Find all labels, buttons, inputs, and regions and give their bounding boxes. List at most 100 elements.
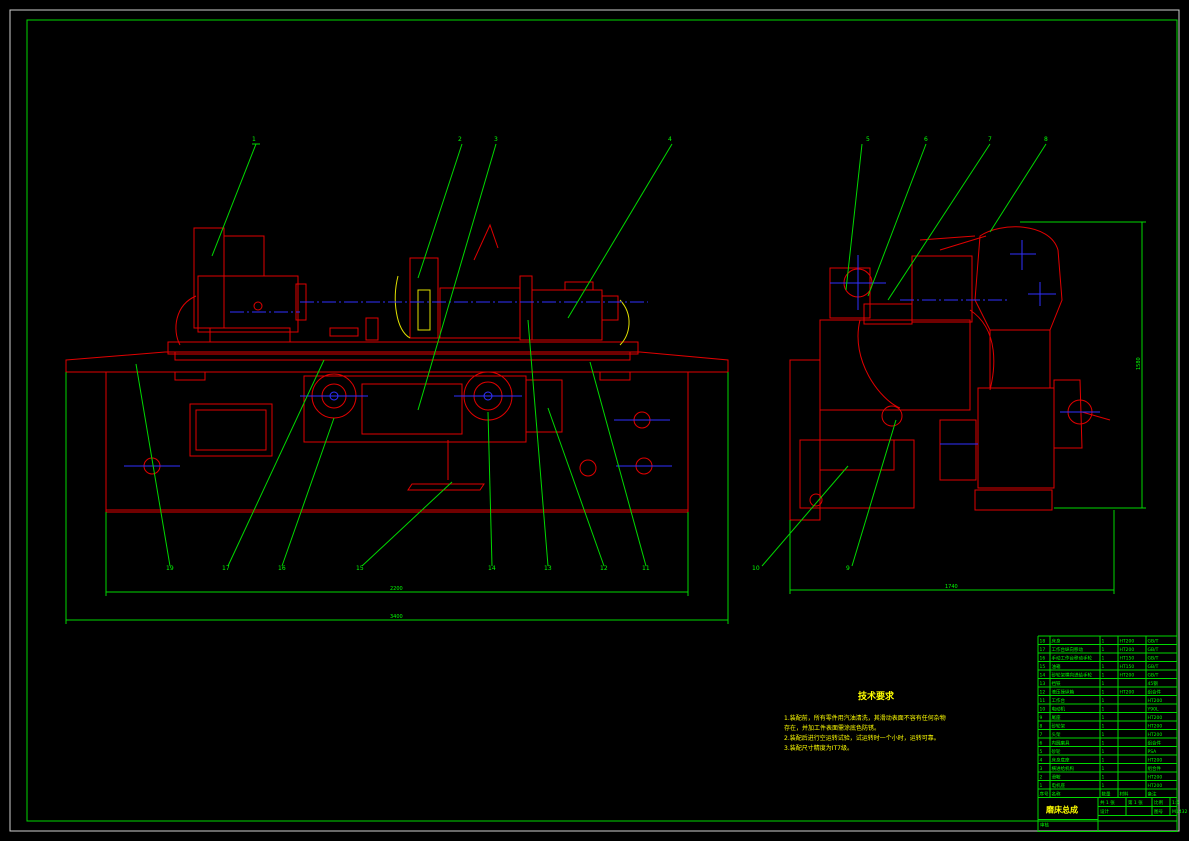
bom-qty: 1 bbox=[1102, 655, 1105, 661]
callout-8: 8 bbox=[1044, 136, 1048, 143]
bom-qty: 1 bbox=[1102, 749, 1105, 755]
bom-no: 2 bbox=[1040, 774, 1043, 780]
checker-label: 审核 bbox=[1040, 822, 1049, 829]
sheet-total: 共 1 张 bbox=[1100, 799, 1115, 806]
bom-name: 工作台纵向移动 bbox=[1052, 646, 1084, 653]
bom-no: 17 bbox=[1040, 647, 1046, 653]
bom-qty: 1 bbox=[1102, 766, 1105, 772]
callout-4: 4 bbox=[668, 136, 672, 143]
bom-name: 电机座 bbox=[1052, 782, 1066, 789]
sheet-number: 第 1 张 bbox=[1128, 799, 1143, 806]
bom-no: 13 bbox=[1040, 681, 1046, 687]
bom-no: 10 bbox=[1040, 706, 1046, 712]
bom-no: 14 bbox=[1040, 672, 1046, 678]
bom-note: HT200 bbox=[1148, 783, 1163, 789]
bom-note: Y90L bbox=[1147, 706, 1159, 712]
outer-frame bbox=[9, 9, 1180, 832]
bom-name: 挡铁 bbox=[1052, 680, 1061, 687]
inner-frame bbox=[26, 19, 1178, 822]
bom-name: 横进给机构 bbox=[1052, 765, 1075, 772]
drawing-no-label: 图号 bbox=[1154, 809, 1163, 815]
callout-6: 6 bbox=[924, 136, 928, 143]
bom-no: 1 bbox=[1040, 783, 1043, 789]
tech-note-2: 存在，并加工件表面需涂底色防锈。 bbox=[784, 724, 880, 732]
bom-qty: 1 bbox=[1102, 698, 1105, 704]
callout-19: 19 bbox=[166, 565, 174, 572]
bom-qty: 1 bbox=[1102, 757, 1105, 763]
bom-mat: HT200 bbox=[1120, 689, 1135, 695]
drawing-no-value: M1432 bbox=[1172, 809, 1187, 815]
bom-note: GB/T bbox=[1148, 664, 1159, 670]
bom-no: 16 bbox=[1040, 655, 1046, 661]
callout-14: 14 bbox=[488, 565, 496, 572]
tech-note-4: 3.装配尺寸精度为IT7级。 bbox=[784, 744, 853, 752]
bom-qty: 1 bbox=[1102, 681, 1105, 687]
tech-title: 技术要求 bbox=[858, 690, 895, 702]
dim-front-outer: 3400 bbox=[390, 614, 403, 620]
bom-no: 12 bbox=[1040, 689, 1046, 695]
bom-qty: 1 bbox=[1102, 664, 1105, 670]
bom-mat: HT200 bbox=[1120, 647, 1135, 653]
dim-side-width: 1740 bbox=[945, 584, 958, 590]
bom-note: GB/T bbox=[1148, 647, 1159, 653]
bom-mat: HT150 bbox=[1120, 655, 1135, 661]
drawing-name: 磨床总成 bbox=[1045, 805, 1078, 815]
callout-5: 5 bbox=[866, 136, 870, 143]
scale-label: 比例 bbox=[1154, 799, 1163, 806]
bom-header-mat: 材料 bbox=[1120, 790, 1129, 797]
callout-7: 7 bbox=[988, 136, 992, 143]
bom-name: 床身 bbox=[1052, 637, 1061, 644]
bom-note: 组合件 bbox=[1148, 688, 1162, 695]
callout-16: 16 bbox=[278, 565, 286, 572]
scale-value: 1:5 bbox=[1172, 800, 1179, 806]
bom-qty: 1 bbox=[1102, 672, 1105, 678]
bom-note: PSA bbox=[1148, 749, 1158, 755]
designer-label: 设计 bbox=[1100, 808, 1109, 815]
front-view bbox=[65, 143, 729, 624]
bom-qty: 1 bbox=[1102, 732, 1105, 738]
tech-note-3: 2.装配后进行空运转试验，试运转时一个小时，运转可靠。 bbox=[784, 734, 940, 742]
callouts: 1 2 3 4 19 17 16 15 14 13 12 11 5 6 7 8 … bbox=[166, 136, 1048, 572]
bom-name: 砂轮架 bbox=[1052, 722, 1066, 729]
bom-note: HT200 bbox=[1148, 774, 1163, 780]
bom-note: HT200 bbox=[1148, 723, 1163, 729]
bom-no: 4 bbox=[1040, 757, 1043, 763]
bom-note: HT200 bbox=[1148, 715, 1163, 721]
bom-no: 15 bbox=[1040, 664, 1046, 670]
dim-front-inner: 2200 bbox=[390, 586, 403, 592]
callout-11: 11 bbox=[642, 565, 650, 572]
bom-note: GB/T bbox=[1148, 655, 1159, 661]
bom-name: 床身底座 bbox=[1052, 756, 1070, 763]
bom-header-note: 备注 bbox=[1148, 790, 1157, 797]
bom-note: 组合件 bbox=[1148, 739, 1162, 746]
bom-mat: HT150 bbox=[1120, 664, 1135, 670]
bom-no: 11 bbox=[1040, 698, 1046, 704]
callout-13: 13 bbox=[544, 565, 552, 572]
dim-side-height: 1580 bbox=[1136, 357, 1142, 370]
callout-2: 2 bbox=[458, 136, 462, 143]
bom-qty: 1 bbox=[1102, 638, 1105, 644]
bom-no: 6 bbox=[1040, 740, 1043, 746]
bom-note: 45钢 bbox=[1148, 680, 1159, 687]
bom-qty: 1 bbox=[1102, 774, 1105, 780]
tech-requirements: 技术要求 1.装配前，所有零件用汽油清洗，其滑动表面不容有任何杂物 存在，并加工… bbox=[784, 690, 946, 752]
bom-note: 组合件 bbox=[1148, 765, 1162, 772]
callout-3: 3 bbox=[494, 136, 498, 143]
callout-17: 17 bbox=[222, 565, 230, 572]
bom-qty: 1 bbox=[1102, 740, 1105, 746]
bom-note: HT200 bbox=[1148, 698, 1163, 704]
bom-name: 液压操纵箱 bbox=[1052, 688, 1075, 695]
bom-no: 18 bbox=[1040, 638, 1046, 644]
callout-9: 9 bbox=[846, 565, 850, 572]
bom-qty: 1 bbox=[1102, 689, 1105, 695]
bom-header-qty: 数量 bbox=[1102, 790, 1111, 797]
bom-name: 内圆磨具 bbox=[1052, 739, 1070, 746]
bom-header-no: 序号 bbox=[1040, 790, 1049, 797]
bom-header-name: 名称 bbox=[1052, 790, 1061, 797]
bom-name: 油箱 bbox=[1052, 663, 1061, 670]
bom-name: 手动工作台移动手轮 bbox=[1052, 654, 1093, 661]
bom-mat: HT200 bbox=[1120, 638, 1135, 644]
callout-15: 15 bbox=[356, 565, 364, 572]
